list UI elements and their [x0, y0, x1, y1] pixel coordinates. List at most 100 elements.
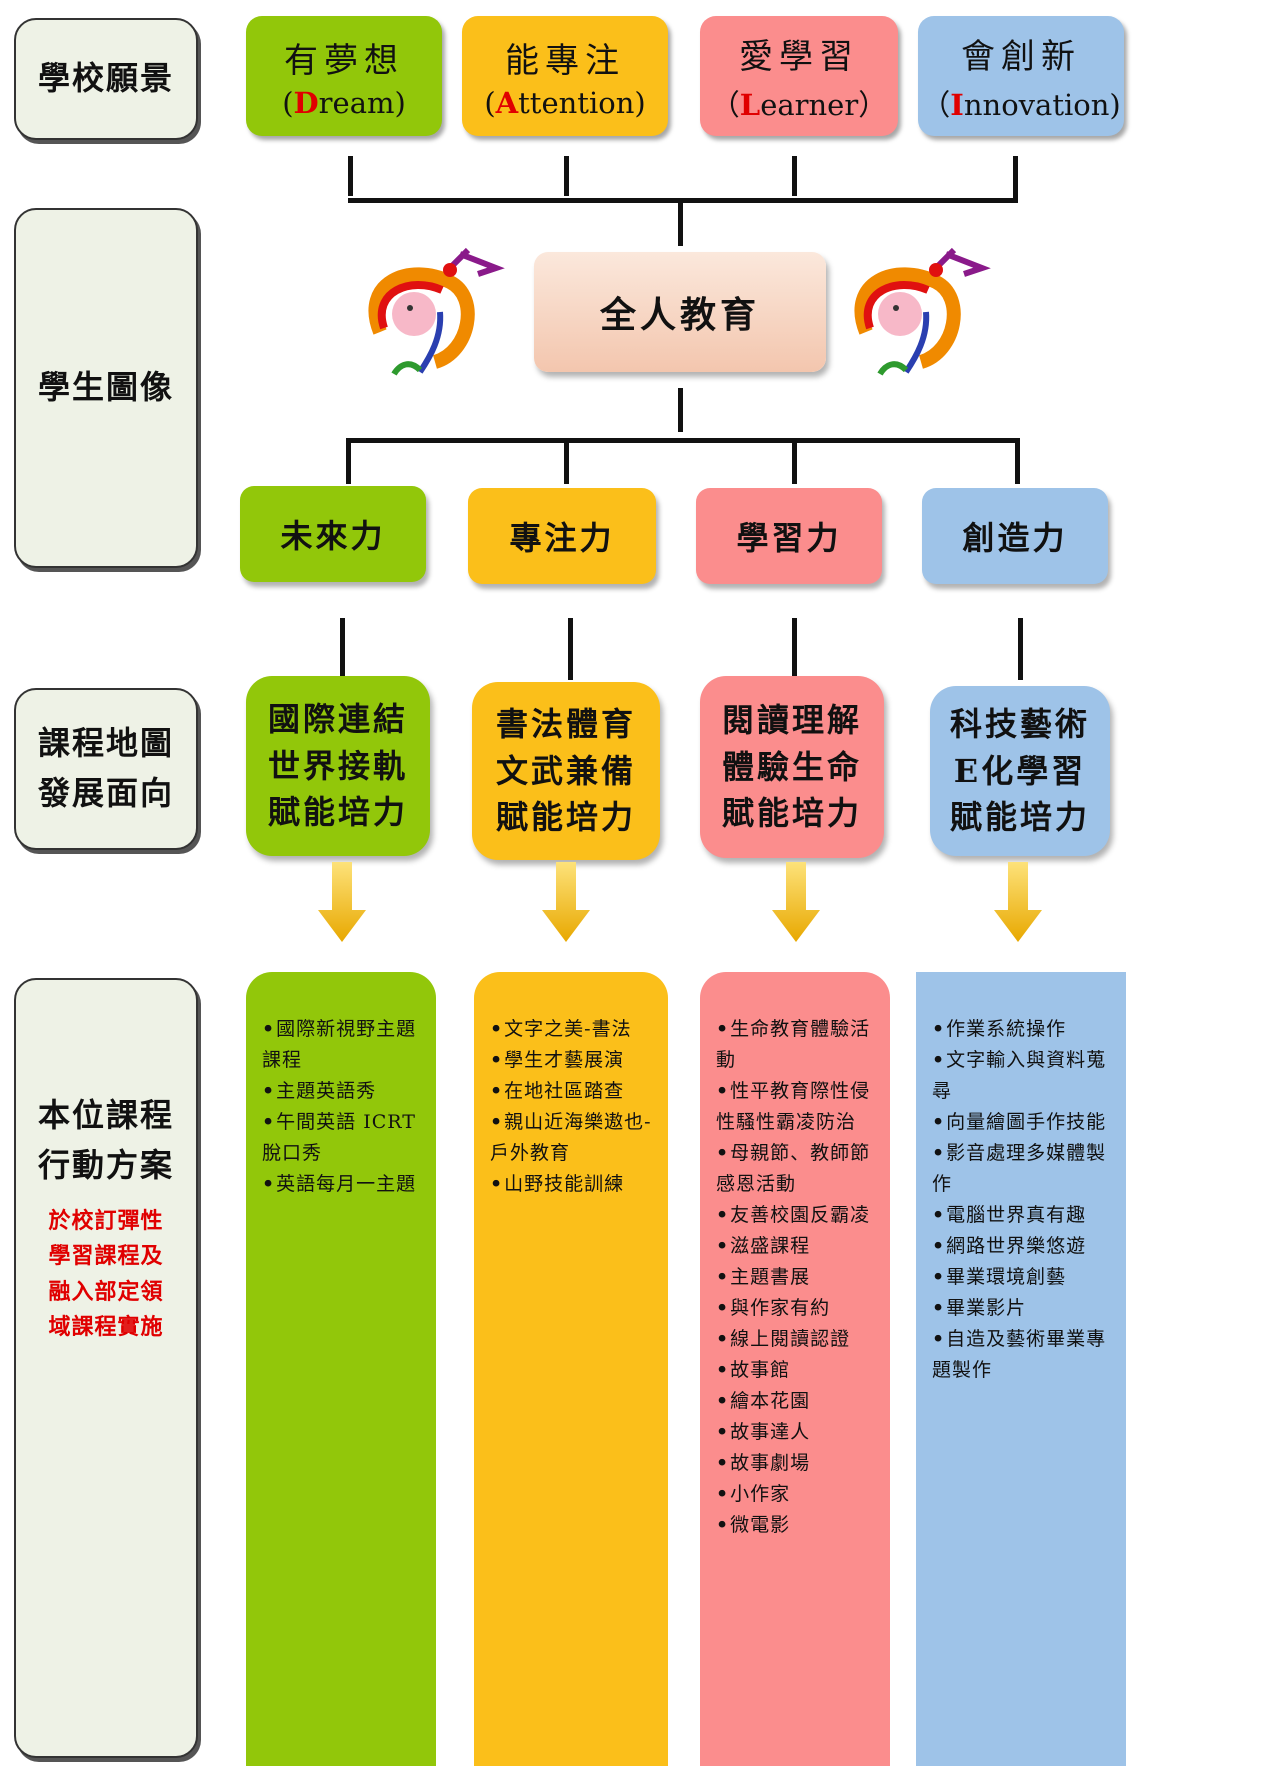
development-box-international: 國際連結 世界接軌 賦能培力: [246, 676, 430, 856]
connector-line: [1018, 618, 1023, 680]
development-line: 世界接軌: [267, 746, 408, 785]
connector-line: [340, 618, 345, 676]
connector-line: [564, 156, 569, 196]
development-line: 體驗生命: [721, 747, 862, 786]
connector-line: [1013, 156, 1018, 202]
vision-title: 能專注: [505, 40, 625, 81]
row-label-text: 課程地圖: [37, 724, 174, 763]
action-item: 線上閱讀認證: [716, 1324, 876, 1355]
action-item: 國際新視野主題課程: [262, 1014, 422, 1076]
row-label-school-based-course: 本位課程 行動方案 於校訂彈性 學習課程及 融入部定領 域課程實施: [14, 978, 198, 1758]
action-item: 影音處理多媒體製作: [932, 1138, 1112, 1200]
development-line: 文武兼備: [495, 751, 636, 790]
action-item: 主題書展: [716, 1262, 876, 1293]
connector-line: [564, 438, 569, 484]
power-box-future: 未來力: [240, 486, 426, 582]
action-item: 向量繪圖手作技能: [932, 1107, 1112, 1138]
vision-subtitle: （Innovation): [921, 87, 1121, 122]
development-line: 賦能培力: [495, 798, 636, 837]
action-item: 故事館: [716, 1355, 876, 1386]
development-line: 閱讀理解: [721, 701, 862, 740]
action-item: 故事達人: [716, 1417, 876, 1448]
action-item: 友善校園反霸凌: [716, 1200, 876, 1231]
action-item: 網路世界樂悠遊: [932, 1231, 1112, 1262]
action-column-tech-art: 作業系統操作文字輸入與資料蒐尋向量繪圖手作技能影音處理多媒體製作電腦世界真有趣網…: [916, 972, 1126, 1766]
development-line: 書法體育: [495, 705, 636, 744]
action-item: 山野技能訓練: [490, 1169, 654, 1200]
row-label-text: 行動方案: [37, 1145, 174, 1184]
connector-line: [348, 198, 1018, 203]
down-arrow-icon: [318, 862, 366, 942]
development-line: 科技藝術: [949, 705, 1090, 744]
action-item: 午間英語 ICRT 脫口秀: [262, 1107, 422, 1169]
whole-person-education-box: 全人教育: [534, 252, 826, 372]
vision-title: 會創新: [961, 36, 1081, 77]
action-list: 作業系統操作文字輸入與資料蒐尋向量繪圖手作技能影音處理多媒體製作電腦世界真有趣網…: [932, 1014, 1112, 1386]
row-label-note: 融入部定領: [48, 1278, 164, 1305]
action-item: 畢業環境創藝: [932, 1262, 1112, 1293]
connector-line: [346, 438, 1020, 443]
action-item: 學生才藝展演: [490, 1045, 654, 1076]
row-label-curriculum-map: 課程地圖 發展面向: [14, 688, 198, 850]
row-label-note: 於校訂彈性: [48, 1208, 164, 1235]
development-line: 賦能培力: [267, 793, 408, 832]
action-item: 性平教育際性侵性騷性霸凌防治: [716, 1076, 876, 1138]
connector-line: [1015, 438, 1020, 484]
development-line: 賦能培力: [721, 794, 862, 833]
action-column-international: 國際新視野主題課程主題英語秀午間英語 ICRT 脫口秀英語每月一主題: [246, 972, 436, 1766]
row-label-student: 學生圖像: [14, 208, 198, 568]
action-item: 畢業影片: [932, 1293, 1112, 1324]
development-line: 賦能培力: [949, 798, 1090, 837]
development-line: E化學習: [953, 751, 1087, 790]
development-box-calligraphy-sports: 書法體育 文武兼備 賦能培力: [472, 682, 660, 860]
action-item: 與作家有約: [716, 1293, 876, 1324]
connector-line: [346, 438, 351, 484]
development-line: 國際連結: [267, 700, 408, 739]
action-item: 生命教育體驗活動: [716, 1014, 876, 1076]
action-item: 作業系統操作: [932, 1014, 1112, 1045]
power-box-focus: 專注力: [468, 488, 656, 584]
action-list: 文字之美-書法學生才藝展演在地社區踏查親山近海樂遨也-戶外教育山野技能訓練: [490, 1014, 654, 1200]
action-item: 母親節、教師節感恩活動: [716, 1138, 876, 1200]
power-box-learning: 學習力: [696, 488, 882, 584]
action-item: 微電影: [716, 1510, 876, 1541]
down-arrow-icon: [542, 862, 590, 942]
row-label-text: 學生圖像: [37, 368, 174, 407]
connector-line: [678, 388, 683, 432]
down-arrow-icon: [772, 862, 820, 942]
vision-title: 愛學習: [739, 36, 859, 77]
row-label-text: 學校願景: [37, 59, 174, 98]
action-item: 英語每月一主題: [262, 1169, 422, 1200]
development-box-tech-art: 科技藝術 E化學習 賦能培力: [930, 686, 1110, 856]
row-label-note: 域課程實施: [48, 1313, 164, 1340]
action-column-calligraphy-sports: 文字之美-書法學生才藝展演在地社區踏查親山近海樂遨也-戶外教育山野技能訓練: [474, 972, 668, 1766]
connector-line: [792, 618, 797, 680]
vision-box-learner: 愛學習 （Learner）: [700, 16, 898, 136]
action-item: 滋盛課程: [716, 1231, 876, 1262]
connector-line: [568, 618, 573, 680]
row-label-text: 發展面向: [37, 774, 174, 812]
vision-box-attention: 能專注 (Attention): [462, 16, 668, 136]
connector-line: [792, 438, 797, 484]
action-item: 在地社區踏查: [490, 1076, 654, 1107]
action-item: 主題英語秀: [262, 1076, 422, 1107]
action-item: 文字輸入與資料蒐尋: [932, 1045, 1112, 1107]
power-box-creativity: 創造力: [922, 488, 1108, 584]
school-mascot-icon: [854, 247, 991, 376]
vision-box-dream: 有夢想 (Dream): [246, 16, 442, 136]
action-list: 國際新視野主題課程主題英語秀午間英語 ICRT 脫口秀英語每月一主題: [262, 1014, 422, 1200]
connector-line: [348, 156, 353, 196]
action-item: 親山近海樂遨也-戶外教育: [490, 1107, 654, 1169]
connector-line: [678, 202, 683, 246]
connector-line: [792, 156, 797, 196]
vision-box-innovation: 會創新 （Innovation): [918, 16, 1124, 136]
development-box-reading-life: 閱讀理解 體驗生命 賦能培力: [700, 676, 884, 858]
down-arrow-icon: [994, 862, 1042, 942]
vision-subtitle: (Attention): [484, 85, 646, 120]
action-item: 電腦世界真有趣: [932, 1200, 1112, 1231]
vision-subtitle: (Dream): [282, 85, 406, 120]
action-item: 自造及藝術畢業專題製作: [932, 1324, 1112, 1386]
action-list: 生命教育體驗活動性平教育際性侵性騷性霸凌防治母親節、教師節感恩活動友善校園反霸凌…: [716, 1014, 876, 1541]
vision-subtitle: （Learner）: [710, 87, 888, 122]
row-label-note: 學習課程及: [48, 1243, 164, 1270]
